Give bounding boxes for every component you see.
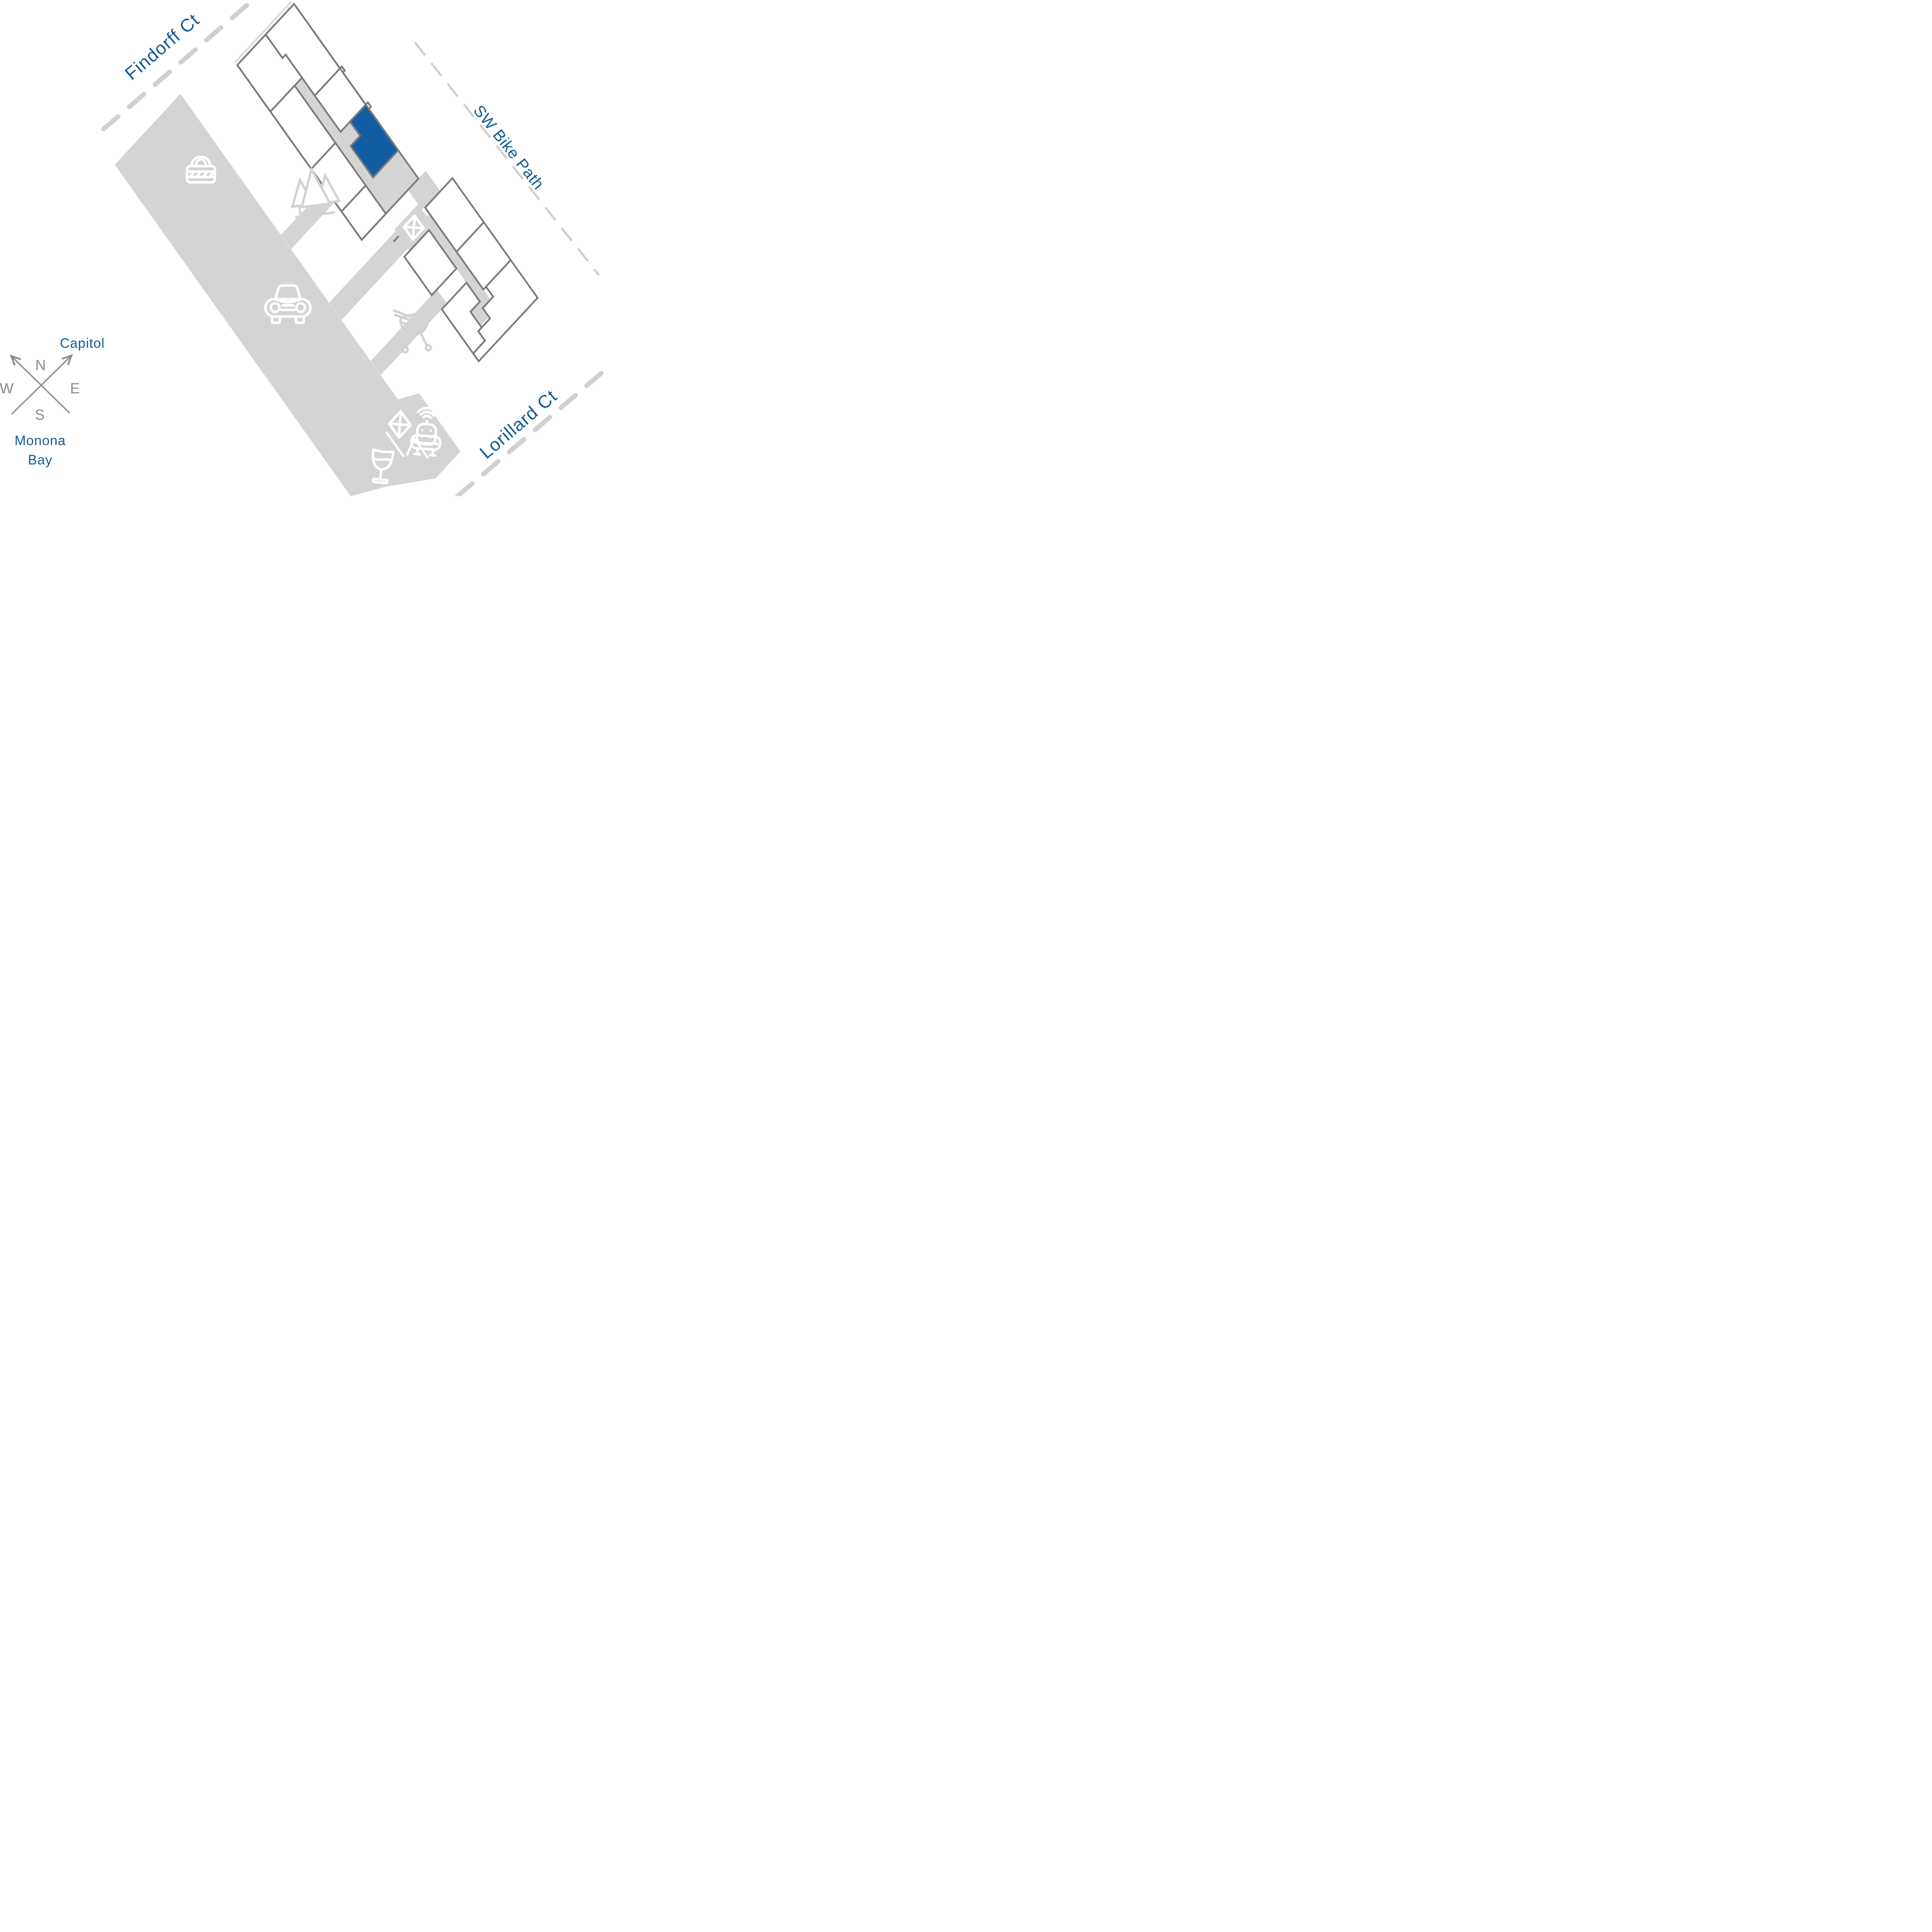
findorff-ct-label: Findorff Ct: [121, 9, 203, 84]
lower-wing-wall-segment: [393, 235, 400, 242]
parking-strip-area: [115, 94, 461, 496]
streets: [101, 0, 604, 496]
sidewalk-line: [234, 1, 293, 63]
lock-icon: [185, 155, 216, 184]
compass-e: E: [70, 381, 80, 397]
corridor-end-patch: [366, 150, 418, 214]
trees-icon: [291, 166, 341, 219]
amenity-divider-1: [385, 431, 405, 457]
monona-bay-label-line1: Monona: [15, 433, 66, 448]
wifi-lounge-chair-icon: [410, 406, 442, 457]
lorillard-ct-dashes: [455, 371, 604, 496]
compass-ne-arrowhead: [61, 354, 73, 366]
compass-w: W: [0, 381, 14, 397]
elevator-x-icon-lower: [388, 410, 412, 439]
building: [234, 1, 539, 363]
unit-lower-4: [403, 228, 457, 297]
grill-icon: [393, 309, 432, 354]
site-map-svg: N W E S Findorff Ct SW Bike Path Lorilla…: [0, 0, 604, 496]
lorillard-ct-label: Lorillard Ct: [476, 386, 561, 463]
corridor-alcove: [333, 121, 360, 154]
unit-lower-2: [455, 221, 512, 291]
connector-to-strip-1: [329, 231, 408, 320]
wine-lounge-icon: [372, 448, 395, 485]
site-map: N W E S Findorff Ct SW Bike Path Lorilla…: [0, 0, 606, 496]
compass-nw-arrowhead: [10, 354, 21, 366]
car-icon: [264, 284, 312, 324]
monona-bay-label-line2: Bay: [28, 452, 52, 468]
wing-link-corridor: [408, 170, 440, 210]
compass-nw-arrow-line: [10, 355, 70, 414]
amenity-divider-2: [406, 436, 429, 459]
upper-wing-outline: [236, 2, 420, 242]
sw-bike-path-label: SW Bike Path: [470, 102, 548, 193]
parking-strip: [115, 94, 461, 496]
corridor-lower: [423, 214, 488, 303]
compass: N W E S: [0, 354, 80, 423]
compass-n: N: [35, 357, 46, 374]
sw-bike-path-dashes: [414, 42, 600, 276]
compass-s: S: [35, 407, 44, 423]
capitol-label: Capitol: [60, 336, 105, 351]
corridor-upper-2: [343, 146, 373, 185]
amenity-icons: [185, 155, 442, 485]
unit-lower-5: [440, 281, 486, 355]
elevator-x-icon-upper: [403, 214, 425, 241]
findorff-ct-dashes: [101, 0, 254, 131]
corridor-upper: [294, 78, 341, 140]
